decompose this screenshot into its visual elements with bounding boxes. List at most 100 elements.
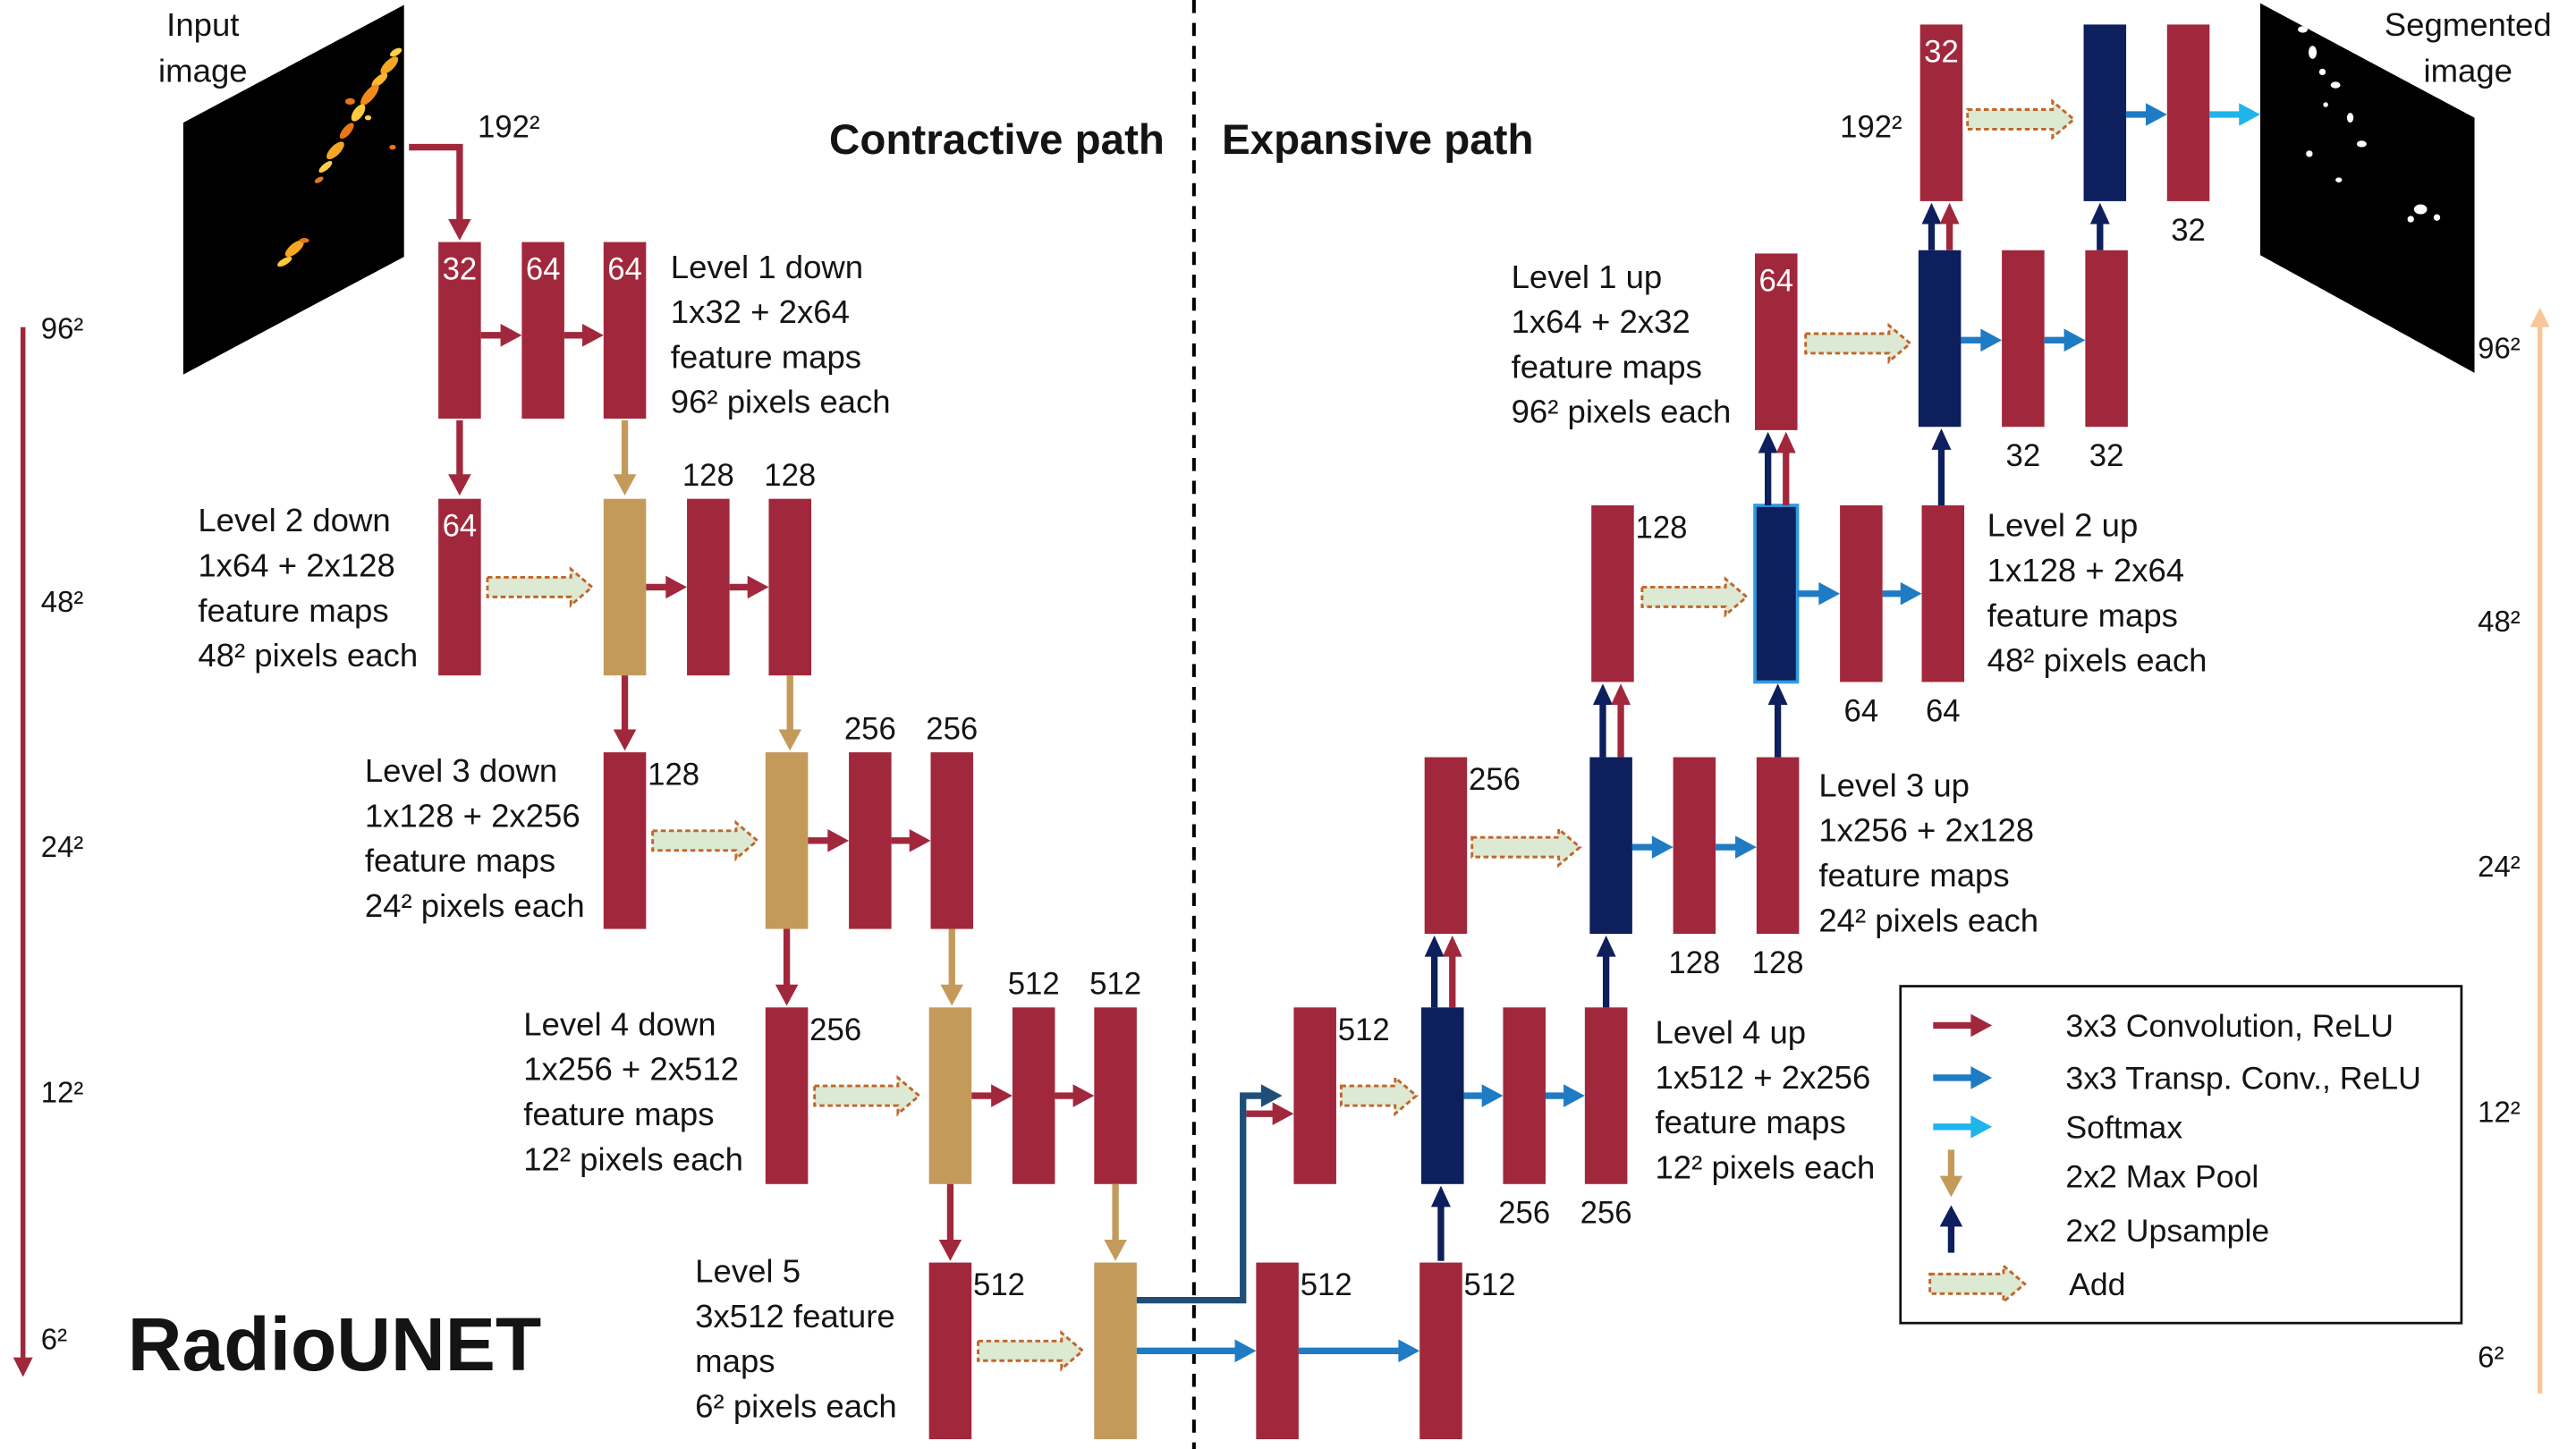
- channel-count-label: 32: [2171, 214, 2206, 248]
- conv-feature-map-block: 256: [765, 1007, 861, 1184]
- transp-conv-arrow: [1882, 581, 1922, 606]
- channel-count-label: 256: [844, 712, 896, 746]
- conv-feature-map-block: 512: [1293, 1007, 1390, 1184]
- conv-feature-map-block: 128: [1668, 757, 1720, 980]
- conv-feature-map-block: 64: [1755, 253, 1798, 430]
- conv-feature-map-block: 512: [928, 1262, 1025, 1440]
- conv-relu-arrow: [808, 829, 850, 852]
- conv-feature-map-block: 64: [1840, 504, 1883, 728]
- conv-relu-arrow: [1246, 1102, 1294, 1125]
- level-detail-line: feature maps: [1818, 857, 2009, 894]
- transp-conv-arrow: [1961, 328, 2003, 352]
- conv-relu-arrow: [1939, 202, 1960, 250]
- conv-feature-map-block: 32: [2166, 24, 2210, 248]
- diagram-title: RadioUNET: [128, 1302, 542, 1386]
- upsample-feature-map-block: [2083, 24, 2127, 201]
- conv-feature-map-block: 128: [603, 752, 699, 929]
- conv-feature-map-block: 64: [1921, 504, 1965, 728]
- conv-feature-map-block: 128: [1591, 504, 1688, 682]
- transp-conv-arrow: [1716, 835, 1757, 859]
- level-detail-line: 12² pixels each: [1655, 1148, 1875, 1185]
- conv-relu-arrow: [646, 575, 688, 599]
- level-detail-line: 24² pixels each: [365, 887, 585, 924]
- add-arrow: [1640, 576, 1750, 618]
- level-detail-line: 1x128 + 2x64: [1987, 552, 2184, 589]
- conv-relu-arrow: [564, 324, 604, 347]
- level-heading: Level 2 down: [198, 502, 390, 538]
- level-heading: Level 1 down: [671, 249, 863, 285]
- upsample-arrow: [1430, 1185, 1451, 1261]
- scale-resolution-label: 6²: [2478, 1341, 2504, 1374]
- output-resolution-label: 192²: [1840, 111, 1902, 145]
- add-arrow: [486, 566, 595, 608]
- conv-feature-map-block: 128: [764, 459, 816, 676]
- conv-feature-map-block: 32: [2085, 250, 2128, 473]
- transp-conv-arrow: [2126, 103, 2167, 126]
- scale-resolution-label: 48²: [2478, 605, 2521, 638]
- conv-feature-map-block: 512: [1089, 968, 1141, 1184]
- level-detail-line: feature maps: [671, 338, 861, 375]
- cyan-right-arrow-icon: [1933, 1114, 1993, 1139]
- expansive-path-title: Expansive path: [1222, 116, 1534, 164]
- transp-conv-arrow: [1797, 581, 1841, 606]
- conv-feature-map-block: 128: [682, 459, 734, 676]
- channel-count-label: 256: [1580, 1197, 1632, 1231]
- upsample-arrow: [1921, 202, 1942, 250]
- legend-label: 2x2 Upsample: [2065, 1213, 2269, 1249]
- level-heading: Level 2 up: [1987, 507, 2139, 544]
- add-arrow: [977, 1330, 1085, 1372]
- conv-relu-arrow: [971, 1084, 1013, 1107]
- scale-resolution-label: 96²: [2478, 331, 2521, 364]
- level-detail-line: 24² pixels each: [1818, 902, 2038, 938]
- scale-resolution-label: 48²: [41, 585, 84, 618]
- channel-count-label: 256: [1469, 763, 1521, 797]
- level-detail-line: 96² pixels each: [1512, 394, 1732, 430]
- transp-conv-arrow: [1463, 1084, 1504, 1107]
- conv-relu-arrow: [891, 829, 931, 852]
- maxpool-arrow: [613, 419, 637, 496]
- transp-conv-arrow: [1631, 835, 1674, 859]
- scale-resolution-label: 24²: [2478, 850, 2521, 883]
- conv-feature-map-block: 64: [603, 242, 647, 419]
- channel-count-label: 128: [1636, 512, 1688, 546]
- level-heading: Level 1 up: [1512, 258, 1663, 295]
- transp-conv-arrow: [2044, 328, 2086, 352]
- scale-resolution-label: 6²: [41, 1322, 67, 1355]
- dashed-block-arrow-icon: [1928, 1263, 2027, 1305]
- conv-relu-arrow: [1611, 683, 1631, 758]
- upsampling-scale-arrow: [2529, 307, 2550, 1394]
- add-arrow: [1470, 826, 1582, 869]
- channel-count-label: 256: [809, 1013, 861, 1047]
- legend-frame: [1899, 985, 2463, 1325]
- add-arrow: [813, 1074, 921, 1117]
- level-detail-line: 12² pixels each: [523, 1140, 743, 1177]
- channel-count-label: 32: [2089, 439, 2124, 473]
- level-heading: Level 3 down: [365, 752, 557, 789]
- navy-up-arrow-icon: [1939, 1205, 1963, 1253]
- conv-feature-map-block: 512: [1008, 968, 1060, 1184]
- level-heading: Level 4 down: [523, 1005, 716, 1042]
- upsample-arrow: [1593, 683, 1613, 758]
- upsample-arrow: [1424, 935, 1445, 1008]
- maxpool-feature-map-block: [1094, 1262, 1137, 1440]
- maxpool-arrow: [778, 675, 802, 751]
- level-heading: Level 3 up: [1818, 767, 1970, 803]
- input-image: [182, 4, 404, 375]
- upsample-arrow: [2089, 202, 2110, 250]
- conv-relu-arrow: [448, 419, 471, 496]
- level-detail-line: 1x256 + 2x512: [523, 1051, 739, 1088]
- output-image-label: Segmented: [2385, 6, 2552, 43]
- add-arrow: [1804, 322, 1912, 365]
- level-detail-line: 1x32 + 2x64: [671, 293, 850, 330]
- level-detail-line: feature maps: [1655, 1104, 1845, 1140]
- add-arrow: [1339, 1074, 1419, 1117]
- maxpool-feature-map-block: [765, 752, 809, 929]
- maxpool-arrow: [1104, 1183, 1127, 1261]
- maxpool-feature-map-block: [603, 498, 647, 676]
